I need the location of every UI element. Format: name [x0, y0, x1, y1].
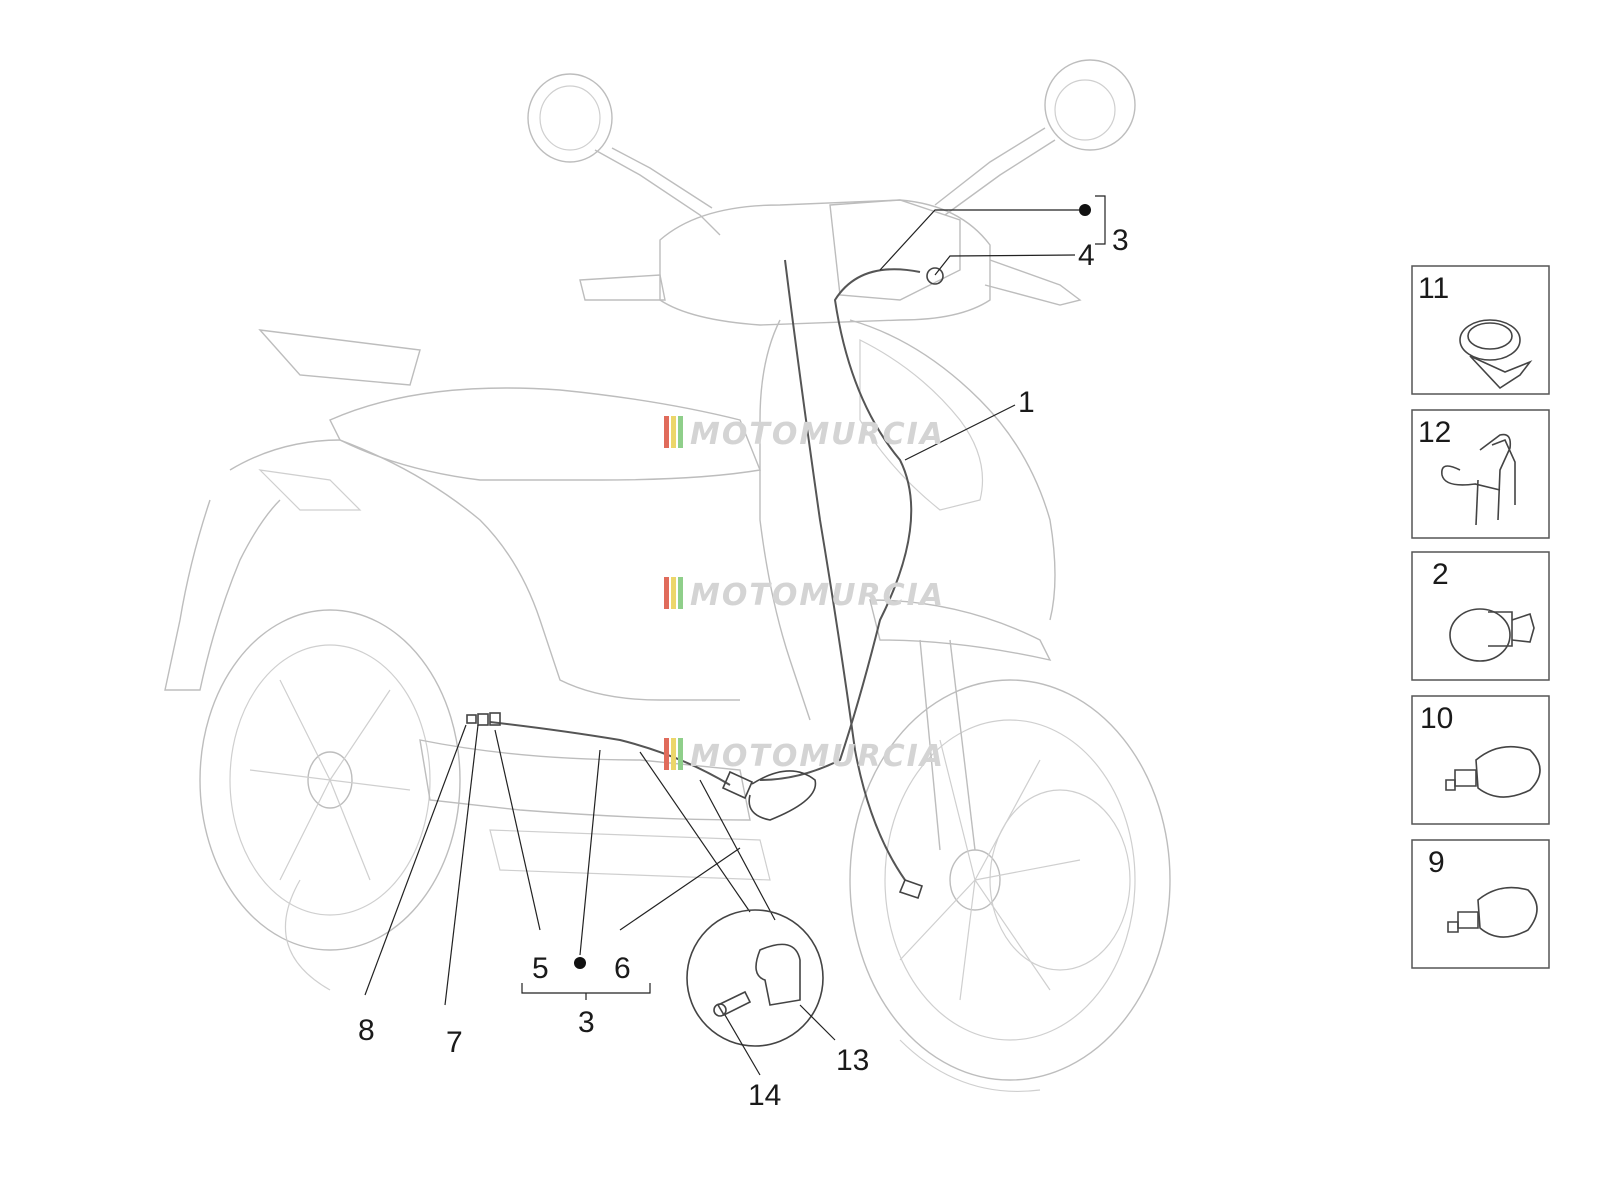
side-panel-9: 9	[1411, 839, 1550, 969]
panel-label-11: 11	[1418, 272, 1449, 305]
callout-labels: 1 3 4 5 6 3 7 8 13 14	[358, 224, 1129, 1112]
panel-label-10: 10	[1420, 702, 1453, 735]
panel-label-2: 2	[1432, 558, 1449, 591]
side-panel-10: 10	[1411, 695, 1550, 825]
cable-guide-icon	[1449, 608, 1535, 662]
wire-clamp-icon	[1441, 433, 1516, 526]
watermark-1: MOTOMURCIA	[664, 416, 945, 452]
watermark-text-2: MOTOMURCIA	[690, 578, 945, 613]
detail-inset	[639, 751, 824, 1047]
side-panel-12: 12	[1411, 409, 1550, 539]
panel-label-12: 12	[1418, 416, 1451, 449]
side-panel-11: 11	[1411, 265, 1550, 395]
side-panel-2: 2	[1411, 551, 1550, 681]
watermark-2: MOTOMURCIA	[664, 577, 945, 613]
cable-tie-icon	[1445, 745, 1541, 798]
cable-clip-ring-icon	[1459, 319, 1533, 390]
scooter-outline	[164, 59, 1171, 1093]
callout-1: 1	[1018, 386, 1035, 419]
leader-lines	[364, 195, 1106, 1076]
watermark-text-1: MOTOMURCIA	[690, 417, 945, 452]
callout-6: 6	[614, 952, 631, 985]
callout-13: 13	[836, 1044, 869, 1077]
callout-7: 7	[446, 1026, 463, 1059]
brake-cables	[466, 259, 944, 900]
callout-4: 4	[1078, 239, 1095, 272]
panel-label-9: 9	[1428, 846, 1445, 879]
callout-14: 14	[748, 1079, 781, 1112]
cable-tie-icon	[1447, 886, 1538, 938]
callout-3-top: 3	[1112, 224, 1129, 257]
callout-3-bottom: 3	[578, 1006, 595, 1039]
callout-8: 8	[358, 1014, 375, 1047]
watermark-text-3: MOTOMURCIA	[690, 739, 945, 774]
callout-5: 5	[532, 952, 549, 985]
watermark-3: MOTOMURCIA	[664, 738, 945, 774]
